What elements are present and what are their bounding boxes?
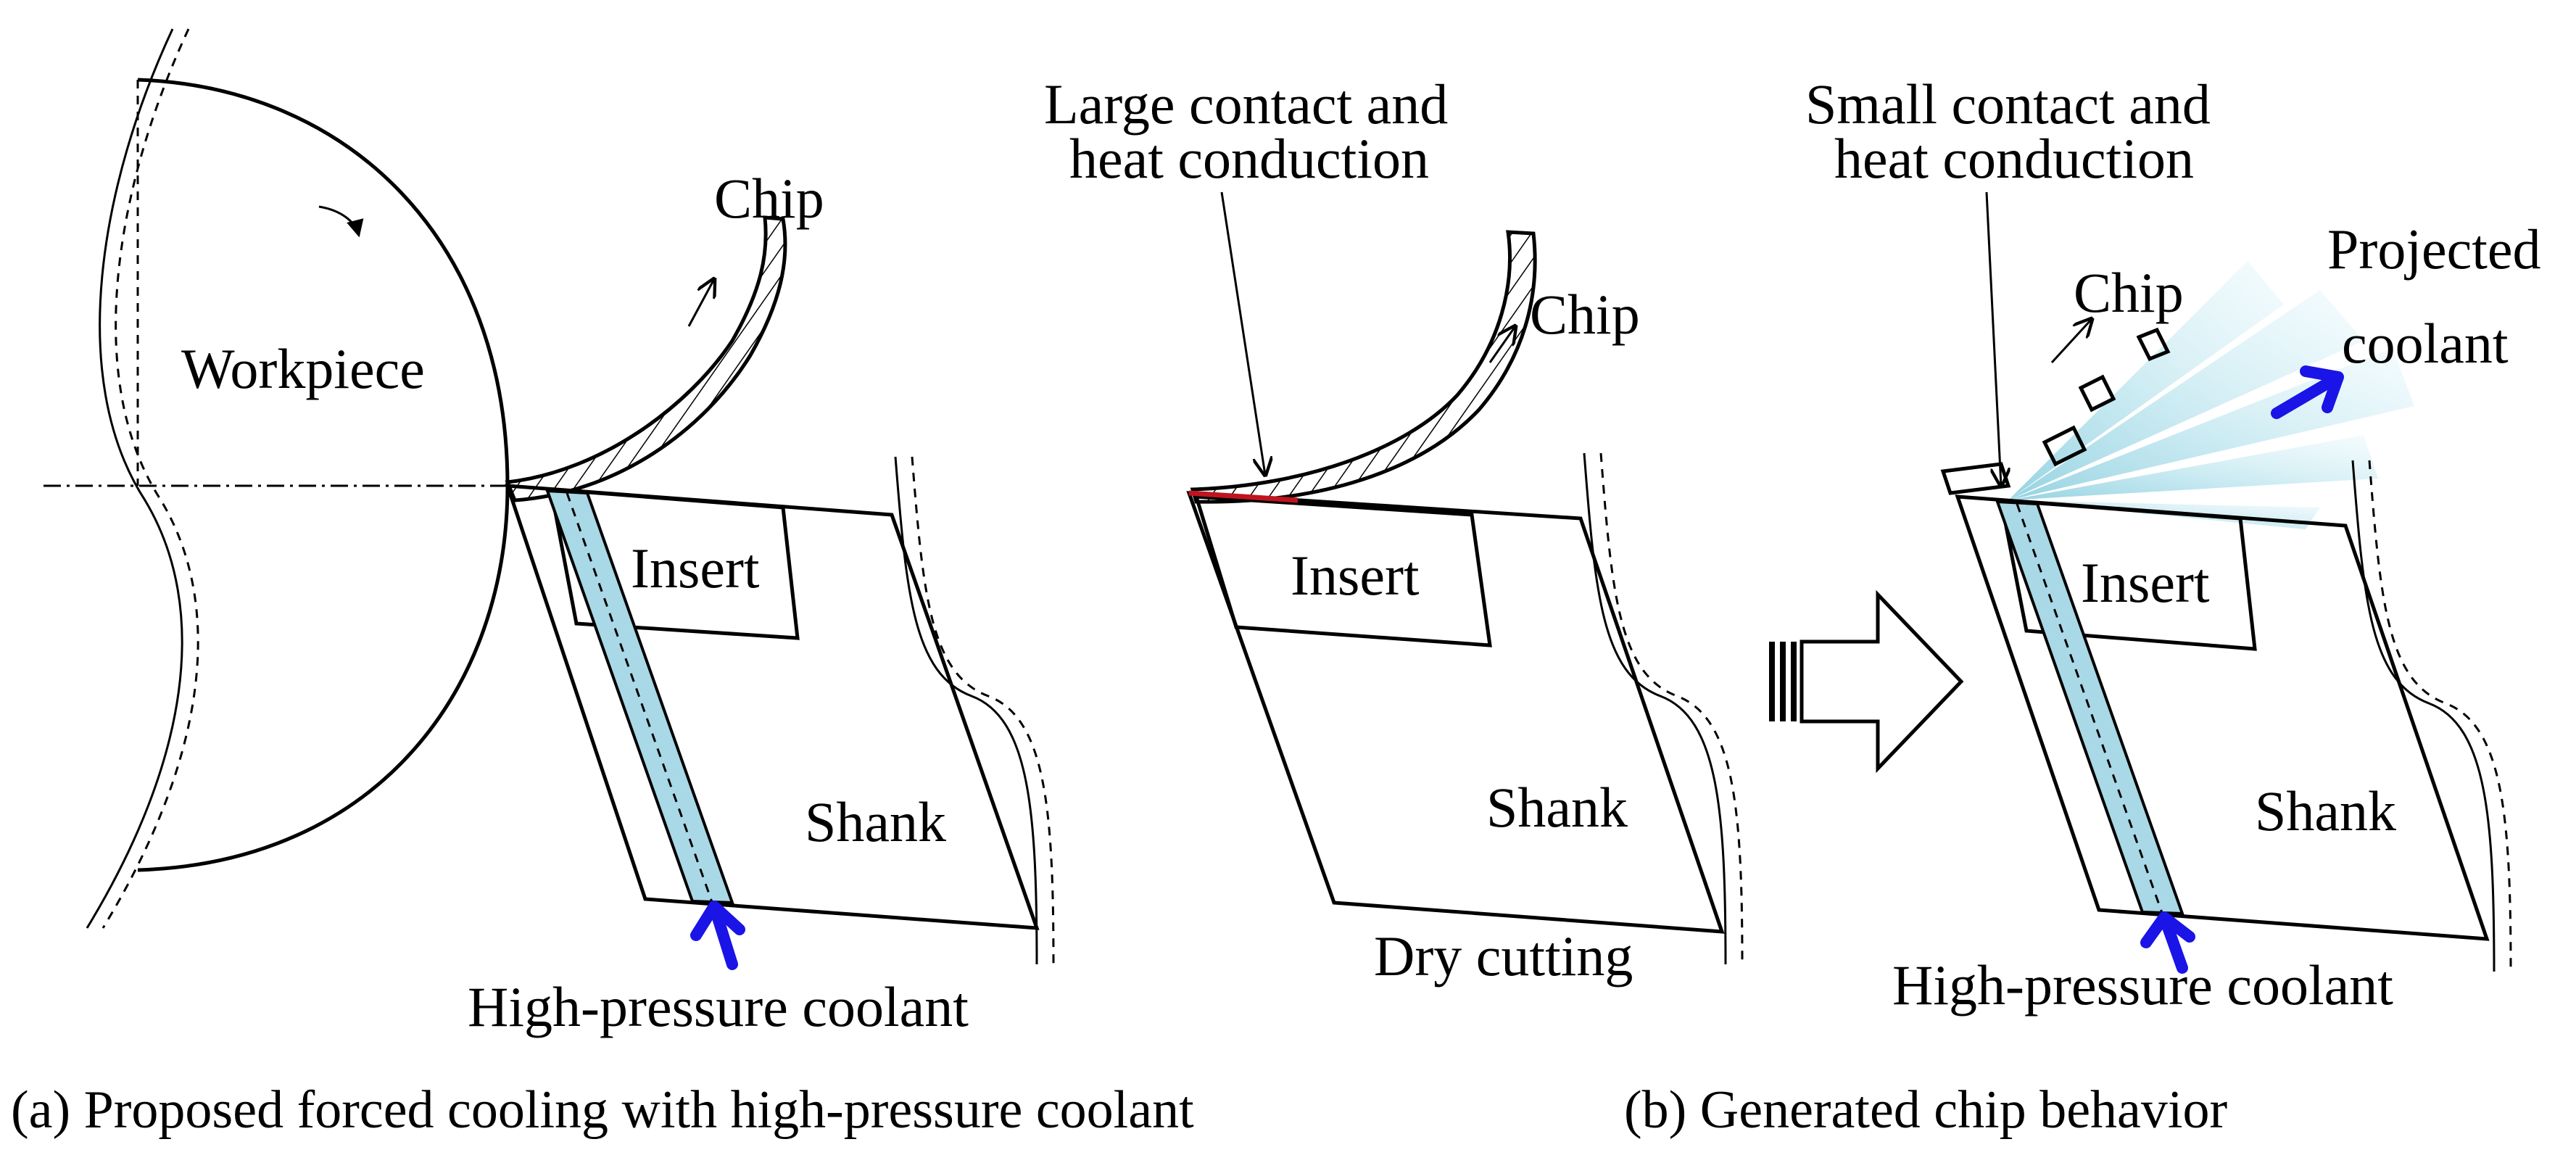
coolant-channel-hp [1995, 500, 2184, 916]
insert-dry [1193, 494, 1492, 647]
projected-coolant-arrow-icon [2271, 365, 2344, 419]
chip-flow-arrow-hp-icon [2050, 319, 2092, 364]
contact-label-hp-2: heat conduction [1834, 127, 2194, 190]
dry-cutting-label: Dry cutting [1374, 924, 1633, 988]
shank-label-dry: Shank [1486, 776, 1628, 839]
chip-label-hp: Chip [2074, 261, 2184, 324]
chip-label-a: Chip [714, 167, 824, 230]
contact-label-dry-1: Large contact and [1044, 73, 1448, 136]
panel-a: Workpiece Chip Insert Shank High-pressur… [44, 28, 1055, 1038]
transition-arrow-icon [1769, 589, 1964, 774]
coolant-label-a: High-pressure coolant [468, 975, 969, 1038]
insert-label-dry: Insert [1291, 544, 1420, 607]
panel-b-dry: Large contact and heat conduction Chip I… [1044, 73, 1744, 988]
insert-label-a: Insert [631, 537, 760, 600]
chip-flow-arrow-dry-icon [1488, 326, 1515, 363]
shank-label-a: Shank [805, 790, 946, 853]
shank-label-hp: Shank [2255, 779, 2396, 843]
contact-label-hp-1: Small contact and [1805, 73, 2211, 136]
insert-label-hp: Insert [2081, 551, 2210, 614]
projected-label-1: Projected [2327, 218, 2541, 281]
rotation-arrow-icon [318, 205, 364, 238]
chip-flow-arrow-icon [687, 279, 714, 327]
caption-b: (b) Generated chip behavior [1624, 1080, 2227, 1140]
chip-a [505, 215, 787, 502]
panel-b-hp: Small contact and heat conduction Projec… [1805, 73, 2541, 1017]
coolant-channel-a [545, 489, 734, 905]
tool-a [505, 484, 1040, 930]
caption-a: (a) Proposed forced cooling with high-pr… [11, 1080, 1194, 1140]
contact-pointer-hp [1985, 191, 2001, 486]
coolant-inlet-arrow-icon [690, 901, 745, 970]
contact-pointer-dry [1220, 191, 1265, 475]
coolant-label-hp: High-pressure coolant [1892, 953, 2393, 1017]
projected-label-2: coolant [2342, 312, 2509, 375]
chip-dry [1190, 230, 1537, 504]
broken-chips [1940, 327, 2171, 495]
workpiece-outline [137, 78, 510, 872]
projected-coolant-spray [2008, 261, 2414, 529]
contact-label-dry-2: heat conduction [1069, 127, 1429, 190]
coolant-inlet-arrow-hp-icon [2140, 911, 2195, 974]
contact-zone-dry [1188, 490, 1299, 503]
workpiece-break-lines [86, 28, 199, 929]
chip-label-dry: Chip [1530, 283, 1640, 346]
workpiece-label: Workpiece [181, 337, 425, 400]
insert-a [548, 487, 800, 640]
insert-hp [1998, 498, 2257, 651]
